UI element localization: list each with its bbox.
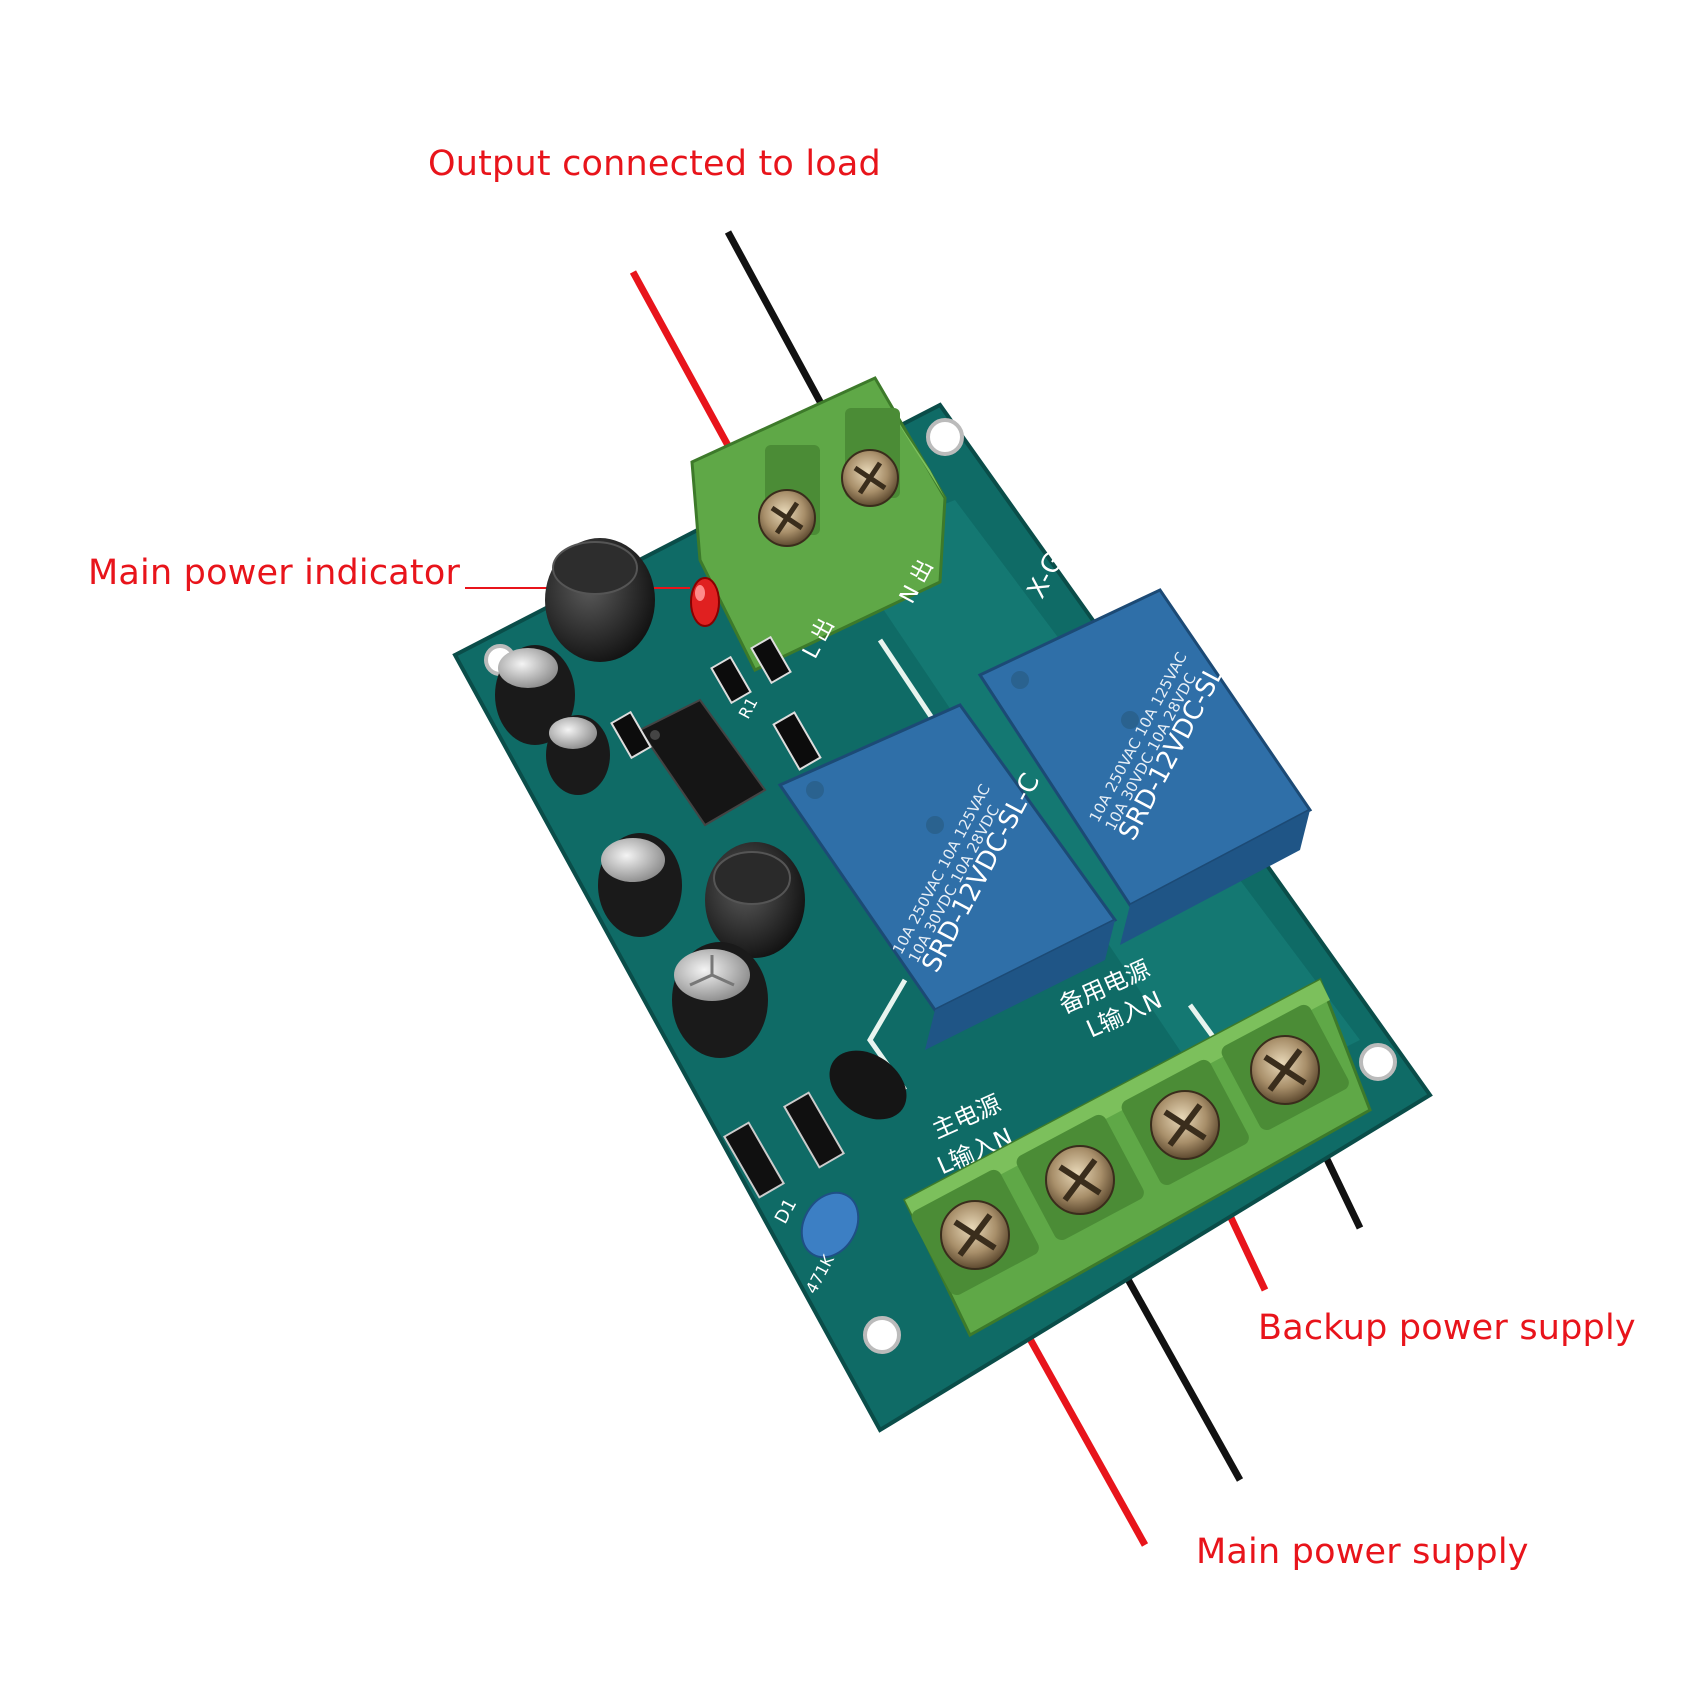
capacitor-icon <box>495 645 575 745</box>
capacitor-icon <box>705 842 805 958</box>
capacitor-icon <box>598 833 682 937</box>
capacitor-icon <box>546 715 610 795</box>
indicator-callout-label: Main power indicator <box>88 553 461 593</box>
backup-live-wire <box>1221 1203 1269 1292</box>
relay-2 <box>977 588 1313 945</box>
ceramic-capacitor-icon <box>800 1191 860 1259</box>
diode-icon <box>723 1091 845 1199</box>
ic-chip-icon <box>638 698 767 827</box>
main-callout-label: Main power supply <box>1196 1532 1529 1572</box>
terminal-screw-icon <box>940 1035 1320 1270</box>
output-callout-label: Output connected to load <box>428 144 881 184</box>
capacitor-icon <box>672 942 768 1058</box>
backup-callout-label: Backup power supply <box>1258 1308 1636 1348</box>
backup-neutral-wire <box>1321 1153 1364 1230</box>
relay-1 <box>777 703 1118 1050</box>
transistor-icon <box>829 1050 907 1120</box>
main-live-wire <box>1021 1328 1149 1547</box>
inductor-icon <box>545 538 655 662</box>
main-neutral-wire <box>1116 1263 1244 1482</box>
smd-component-icon <box>610 635 822 771</box>
output-terminal-block <box>690 365 947 672</box>
